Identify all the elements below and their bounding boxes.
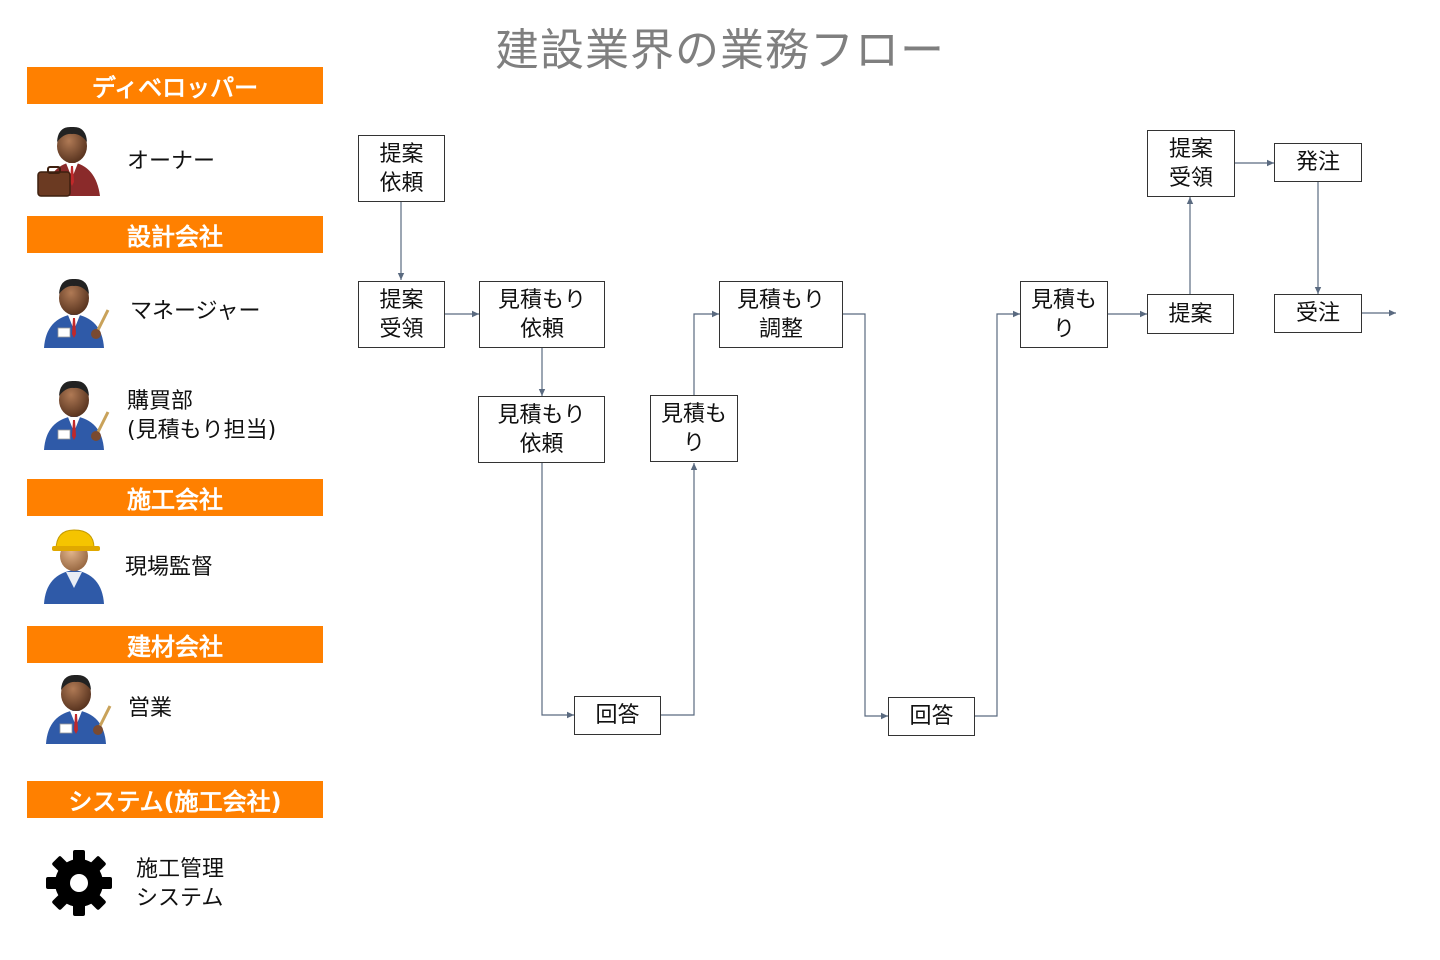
role-purchasing-line1: 購買部 xyxy=(127,389,194,414)
org-header-material-firm: 建材会社 xyxy=(27,626,323,663)
role-owner: オーナー xyxy=(127,149,216,174)
role-sales: 営業 xyxy=(128,696,173,721)
flow-box-order-placed: 発注 xyxy=(1274,143,1362,182)
flow-box-proposal-received-2: 提案受領 xyxy=(1147,130,1235,197)
gear-icon xyxy=(46,850,112,916)
org-header-developer: ディベロッパー xyxy=(27,67,323,104)
businessman-icon xyxy=(44,380,110,450)
role-system: 施工管理 システム xyxy=(136,855,224,913)
role-purchasing-line2: (見積もり担当) xyxy=(127,418,277,443)
connector-reply-to-estimate-2 xyxy=(975,310,1020,717)
page-title: 建設業界の業務フロー xyxy=(495,25,945,76)
org-header-design-firm: 設計会社 xyxy=(27,216,323,253)
role-manager: マネージャー xyxy=(130,299,261,324)
worker-hardhat-icon xyxy=(44,529,104,604)
businessman-icon xyxy=(44,278,110,348)
flow-box-reply: 回答 xyxy=(574,696,661,735)
connector-estimate-to-adjust xyxy=(693,310,719,395)
org-header-construction-firm: 施工会社 xyxy=(27,479,323,516)
role-system-line2: システム xyxy=(136,886,224,911)
role-site-supervisor: 現場監督 xyxy=(125,555,214,580)
role-system-line1: 施工管理 xyxy=(136,857,225,882)
flow-box-proposal: 提案 xyxy=(1147,294,1234,334)
flow-box-estimate-adjust: 見積もり調整 xyxy=(719,281,843,348)
org-header-system: システム(施工会社) xyxy=(27,781,323,818)
businessman-briefcase-icon xyxy=(37,126,100,197)
role-purchasing: 購買部 (見積もり担当) xyxy=(127,387,276,445)
flow-box-estimate-2: 見積もり xyxy=(1020,281,1108,348)
connector-estimate-request-to-reply xyxy=(541,463,574,719)
businessman-icon xyxy=(46,674,112,744)
flow-box-estimate-request-2: 見積もり依頼 xyxy=(478,396,605,463)
flow-box-proposal-request: 提案依頼 xyxy=(358,135,445,202)
flow-box-order-received: 受注 xyxy=(1274,294,1362,333)
flow-box-reply-2: 回答 xyxy=(888,697,975,736)
connector-reply-to-estimate xyxy=(661,463,698,716)
flow-box-proposal-received: 提案受領 xyxy=(358,281,445,348)
flow-box-estimate-request: 見積もり依頼 xyxy=(479,281,605,348)
flow-box-estimate: 見積もり xyxy=(650,395,738,462)
connector-adjust-to-reply xyxy=(843,313,888,720)
